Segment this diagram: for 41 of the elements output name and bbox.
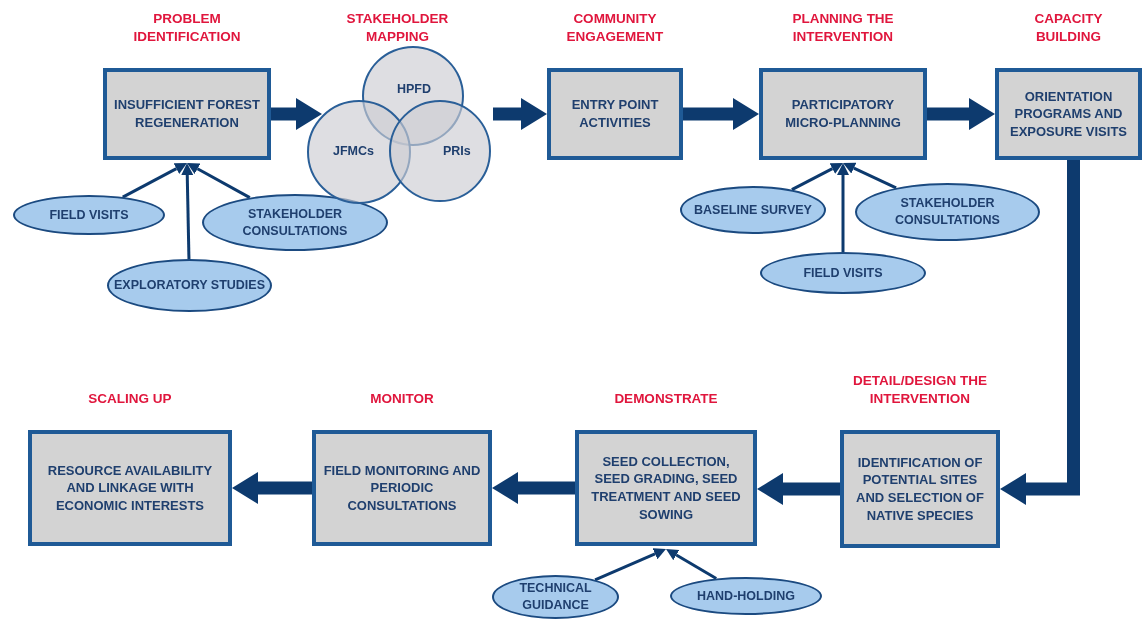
box-text: ORIENTATION PROGRAMS AND EXPOSURE VISITS bbox=[1008, 87, 1128, 141]
stage-heading: CAPACITY BUILDING bbox=[1033, 10, 1104, 47]
flow-arrow bbox=[757, 473, 840, 505]
box-text: SEED COLLECTION, SEED GRADING, SEED TREATMENT AND SEED SOWING bbox=[590, 452, 742, 524]
box-text: RESOURCE AVAILABILITY AND LINKAGE WITH ECONOMIC INTERESTS bbox=[46, 461, 214, 515]
circle-label: JFMCs bbox=[333, 144, 374, 158]
box-text: FIELD MONITORING AND PERIODIC CONSULTATIONS bbox=[322, 461, 482, 515]
stage-heading: PLANNING THE INTERVENTION bbox=[791, 10, 895, 47]
input-arrow bbox=[837, 163, 849, 252]
ellipse-text: FIELD VISITS bbox=[803, 264, 883, 282]
stage-heading: DEMONSTRATE bbox=[613, 390, 719, 408]
box-text: INSUFFICIENT FOREST REGENERATION bbox=[113, 96, 261, 132]
stage-heading: COMMUNITY ENGAGEMENT bbox=[565, 10, 665, 47]
input-arrow bbox=[181, 163, 194, 260]
ellipse-text: FIELD VISITS bbox=[49, 206, 129, 224]
box-text: IDENTIFICATION OF POTENTIAL SITES AND SELECTION OF NATIVE SPECIES bbox=[855, 453, 985, 525]
input-arrow bbox=[594, 548, 666, 582]
flow-arrow bbox=[927, 98, 995, 130]
input-arrow bbox=[666, 549, 717, 580]
circle-label: PRIs bbox=[443, 144, 471, 158]
flow-arrow bbox=[271, 98, 322, 130]
ellipse-text: EXPLORATORY STUDIES bbox=[114, 277, 265, 294]
ellipse-text: STAKEHOLDER CONSULTATIONS bbox=[241, 205, 349, 240]
ellipse-text: STAKEHOLDER CONSULTATIONS bbox=[894, 195, 1001, 229]
stage-heading: PROBLEM IDENTIFICATION bbox=[132, 10, 242, 47]
flow-arrow bbox=[232, 472, 312, 504]
stage-heading: MONITOR bbox=[369, 390, 435, 408]
stage-heading: STAKEHOLDER MAPPING bbox=[345, 10, 450, 47]
flow-arrow bbox=[492, 472, 575, 504]
circle-label: HPFD bbox=[397, 82, 432, 96]
box-text: PARTICIPATORY MICRO-PLANNING bbox=[784, 96, 902, 132]
stage-heading: SCALING UP bbox=[87, 390, 173, 408]
box-text: ENTRY POINT ACTIVITIES bbox=[570, 96, 660, 132]
flow-arrow bbox=[493, 98, 547, 130]
flow-arrow bbox=[683, 98, 759, 130]
ellipse-text: HAND-HOLDING bbox=[697, 587, 795, 605]
flow-arrow bbox=[1000, 160, 1080, 505]
stage-heading: DETAIL/DESIGN THE INTERVENTION bbox=[852, 372, 988, 409]
ellipse-text: TECHNICAL GUIDANCE bbox=[518, 580, 593, 614]
ellipse-text: BASELINE SURVEY bbox=[694, 201, 812, 219]
input-arrow bbox=[843, 162, 897, 190]
